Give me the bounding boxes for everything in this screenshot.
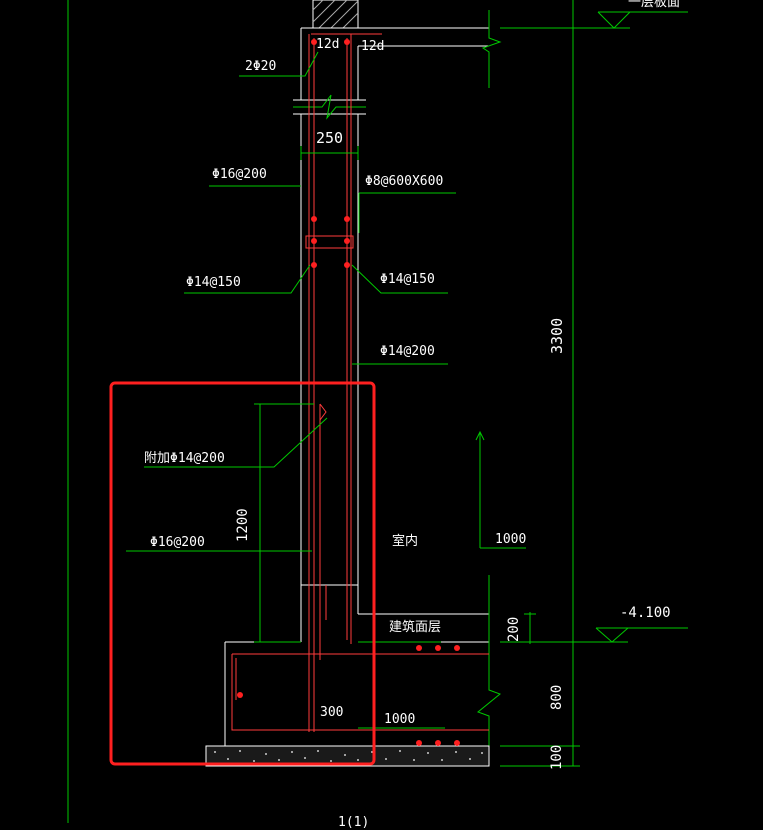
label-building-surface: 建筑面层	[389, 620, 442, 635]
label-top-floor: 一层板面	[628, 0, 681, 10]
rebar-dots	[237, 39, 460, 746]
label-phi14-150-left: Φ14@150	[186, 275, 241, 290]
highlight-box	[109, 381, 376, 766]
label-dim-250: 250	[316, 129, 344, 147]
label-dim-100: 100	[549, 744, 565, 770]
label-dim-1000-right: 1000	[495, 532, 527, 547]
label-dim-1000-bottom: 1000	[384, 712, 416, 727]
break-symbols	[293, 10, 502, 746]
label-add-phi14-200: 附加Φ14@200	[144, 451, 225, 466]
wall-outline	[224, 27, 489, 747]
label-phi16-200-top: Φ16@200	[212, 167, 267, 182]
label-dim-200: 200	[506, 616, 522, 642]
label-dim-1200: 1200	[235, 508, 251, 542]
gravel-base	[205, 745, 490, 767]
label-elevation-4100: -4.100	[620, 605, 671, 621]
label-phi8-600x600: Φ8@600X600	[365, 174, 444, 189]
label-dim-300: 300	[320, 705, 344, 720]
label-indoor: 室内	[392, 534, 419, 549]
label-dim-800: 800	[549, 684, 565, 710]
label-dim-3300: 3300	[548, 317, 566, 354]
hatch-top	[312, 0, 359, 29]
label-12d-right: 12d	[361, 39, 385, 54]
label-12d-left: 12d	[316, 37, 340, 52]
label-phi14-150-right: Φ14@150	[380, 272, 435, 287]
leader-lines	[126, 51, 456, 729]
label-phi16-200-bottom: Φ16@200	[150, 535, 205, 550]
label-2phi20: 2Φ20	[245, 59, 277, 74]
dimension-lines	[254, 0, 688, 767]
label-phi14-200: Φ14@200	[380, 344, 435, 359]
